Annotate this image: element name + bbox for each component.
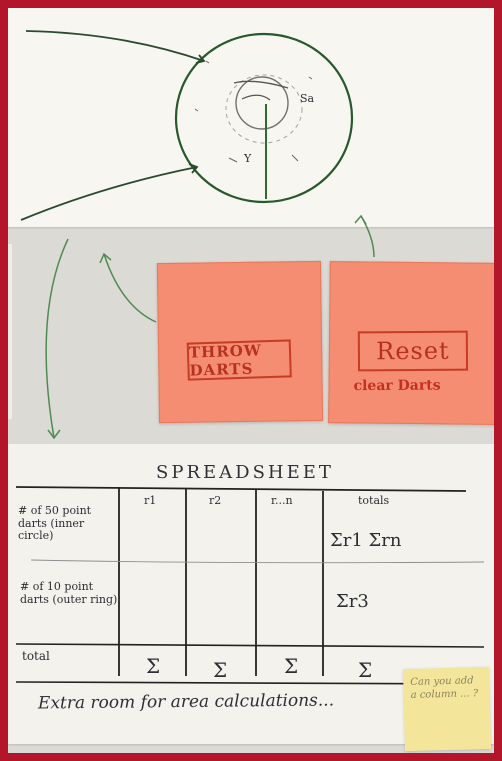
sum-r2: Σ [213,658,227,682]
throw-arrow [104,254,156,322]
dart-mark [229,158,237,162]
total-rule [16,644,484,647]
header-rule [16,487,466,491]
dart-mark [292,155,298,161]
throw-darts-sticky: THROW DARTS [157,261,323,423]
sketch-board: Sa Y THROW DARTS Reset clear Darts SPREA… [8,8,494,753]
totals-cell-row-1: Σr1 Σrn [330,530,401,551]
totals-cell-row-2: Σr3 [336,591,369,612]
dart-mark [195,109,198,111]
down-arrow-head [48,430,60,438]
dartboard-label-sa: Sa [300,92,314,105]
row-label-10: # of 10 point darts (outer ring) [20,581,120,606]
inner-circle [236,77,288,129]
sum-total: Σ [358,658,372,682]
clear-darts-note: clear Darts [353,378,440,395]
yellow-sticky-note: Can you add a column ... ? [403,667,491,751]
sum-rn: Σ [284,654,298,678]
header-totals: totals [358,494,389,507]
bullseye-scribble-2 [242,95,270,100]
header-rn: r...n [271,494,293,507]
down-arrow [46,239,68,438]
dartboard-paper: Sa Y [8,8,494,227]
dart-mark [206,61,209,63]
reset-sticky: Reset clear Darts [328,261,494,425]
arrow-line [21,167,197,220]
dartboard-label-y: Y [244,152,251,165]
faint-row-line [31,560,484,563]
sum-r1: Σ [146,654,160,678]
dartboard-sketch [8,8,494,227]
row-label-total: total [22,650,50,664]
dart-mark [309,77,312,79]
extra-room-note: Extra room for area calculations... [38,690,334,713]
reset-button[interactable]: Reset [358,331,468,372]
header-r1: r1 [144,494,156,507]
throw-arrow-head [100,254,111,263]
throw-darts-button[interactable]: THROW DARTS [187,339,292,380]
spreadsheet-title: SPREADSHEET [156,462,334,483]
header-r2: r2 [209,494,221,507]
row-label-50: # of 50 point darts (inner circle) [18,505,118,543]
arrow-line [26,31,204,61]
paper-edge [8,244,12,419]
